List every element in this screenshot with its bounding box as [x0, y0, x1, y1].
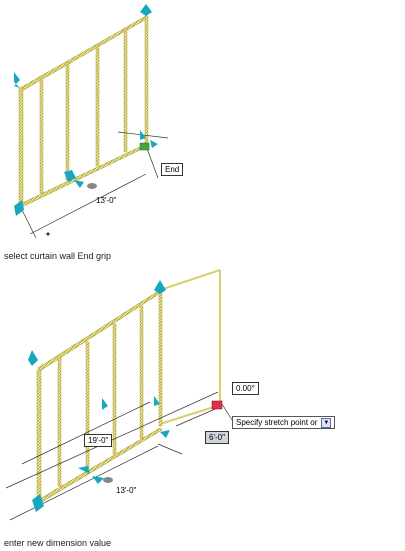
dimension-input-total[interactable]: 19'-0"	[84, 434, 113, 447]
stretch-point-icon	[211, 400, 223, 410]
grip-arrow-icon	[28, 350, 38, 366]
grip-arrow-icon	[74, 180, 84, 188]
grip-arrow-icon	[154, 280, 166, 294]
grip-arrow-icon	[92, 476, 104, 484]
angle-readout: 0.00°	[232, 382, 259, 395]
caption-enter-dimension: enter new dimension value	[4, 538, 112, 548]
caption-select-end-grip: select curtain wall End grip	[4, 251, 112, 261]
grip-arrow-icon	[103, 477, 113, 483]
grip-arrow-icon	[64, 170, 76, 182]
curtain-wall-panel-2	[36, 269, 221, 504]
grips-panel-2[interactable]	[28, 280, 223, 512]
dimension-lines-panel-1	[21, 131, 169, 239]
grip-arrow-icon	[154, 396, 160, 406]
end-grip-tooltip: End	[161, 163, 184, 176]
grip-arrow-icon	[32, 494, 44, 512]
curtain-wall-panel-1	[18, 15, 149, 208]
grip-arrow-icon	[140, 130, 146, 140]
grips-panel-1[interactable]	[14, 4, 158, 216]
grip-arrow-icon	[102, 398, 108, 410]
dimension-label-13ft: 13'-0"	[96, 196, 117, 205]
dimension-label-13ft-panel2: 13'-0"	[116, 486, 137, 495]
grip-arrow-icon	[14, 72, 20, 88]
prompt-text: Specify stretch point or	[236, 418, 318, 427]
grip-arrow-icon	[87, 183, 97, 189]
grip-arrow-icon	[14, 200, 24, 216]
command-prompt[interactable]: Specify stretch point or▼	[232, 416, 336, 429]
grip-arrow-icon	[78, 466, 90, 474]
dimension-input-active[interactable]: 6'-0"	[205, 431, 229, 444]
grip-arrow-icon	[160, 430, 170, 438]
dropdown-arrow-icon[interactable]: ▼	[321, 417, 332, 428]
grip-arrow-icon	[150, 140, 158, 148]
grip-arrow-icon	[140, 4, 152, 16]
end-grip-icon	[139, 142, 150, 151]
